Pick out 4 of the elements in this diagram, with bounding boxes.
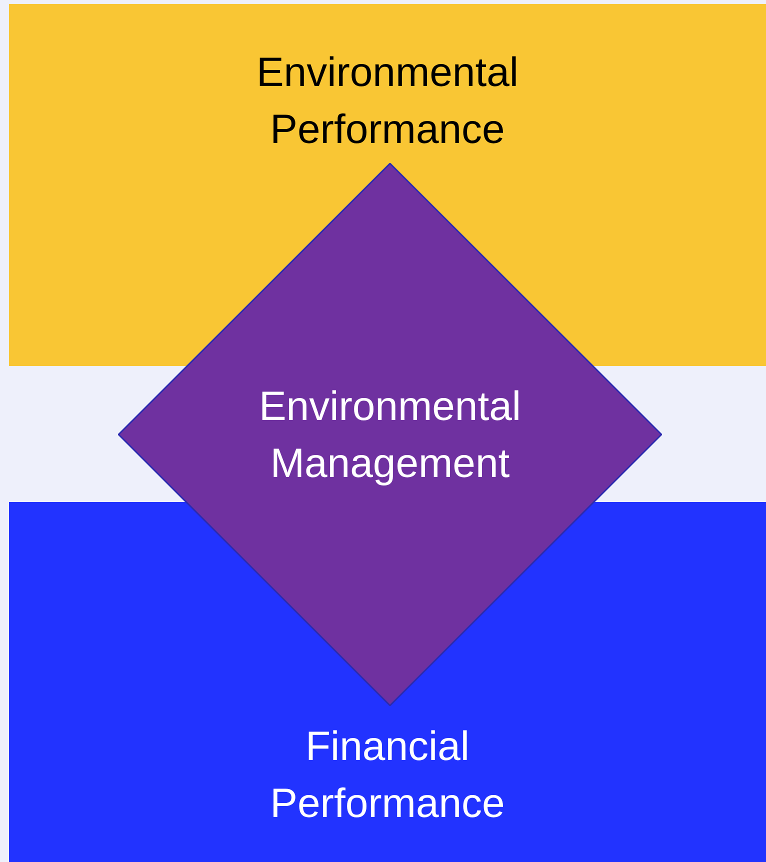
label-text: Environmental Management — [258, 382, 522, 488]
diamond-shape — [118, 163, 662, 706]
label-text: Financial Performance — [269, 722, 506, 828]
label-text: Environmental Performance — [255, 48, 520, 154]
